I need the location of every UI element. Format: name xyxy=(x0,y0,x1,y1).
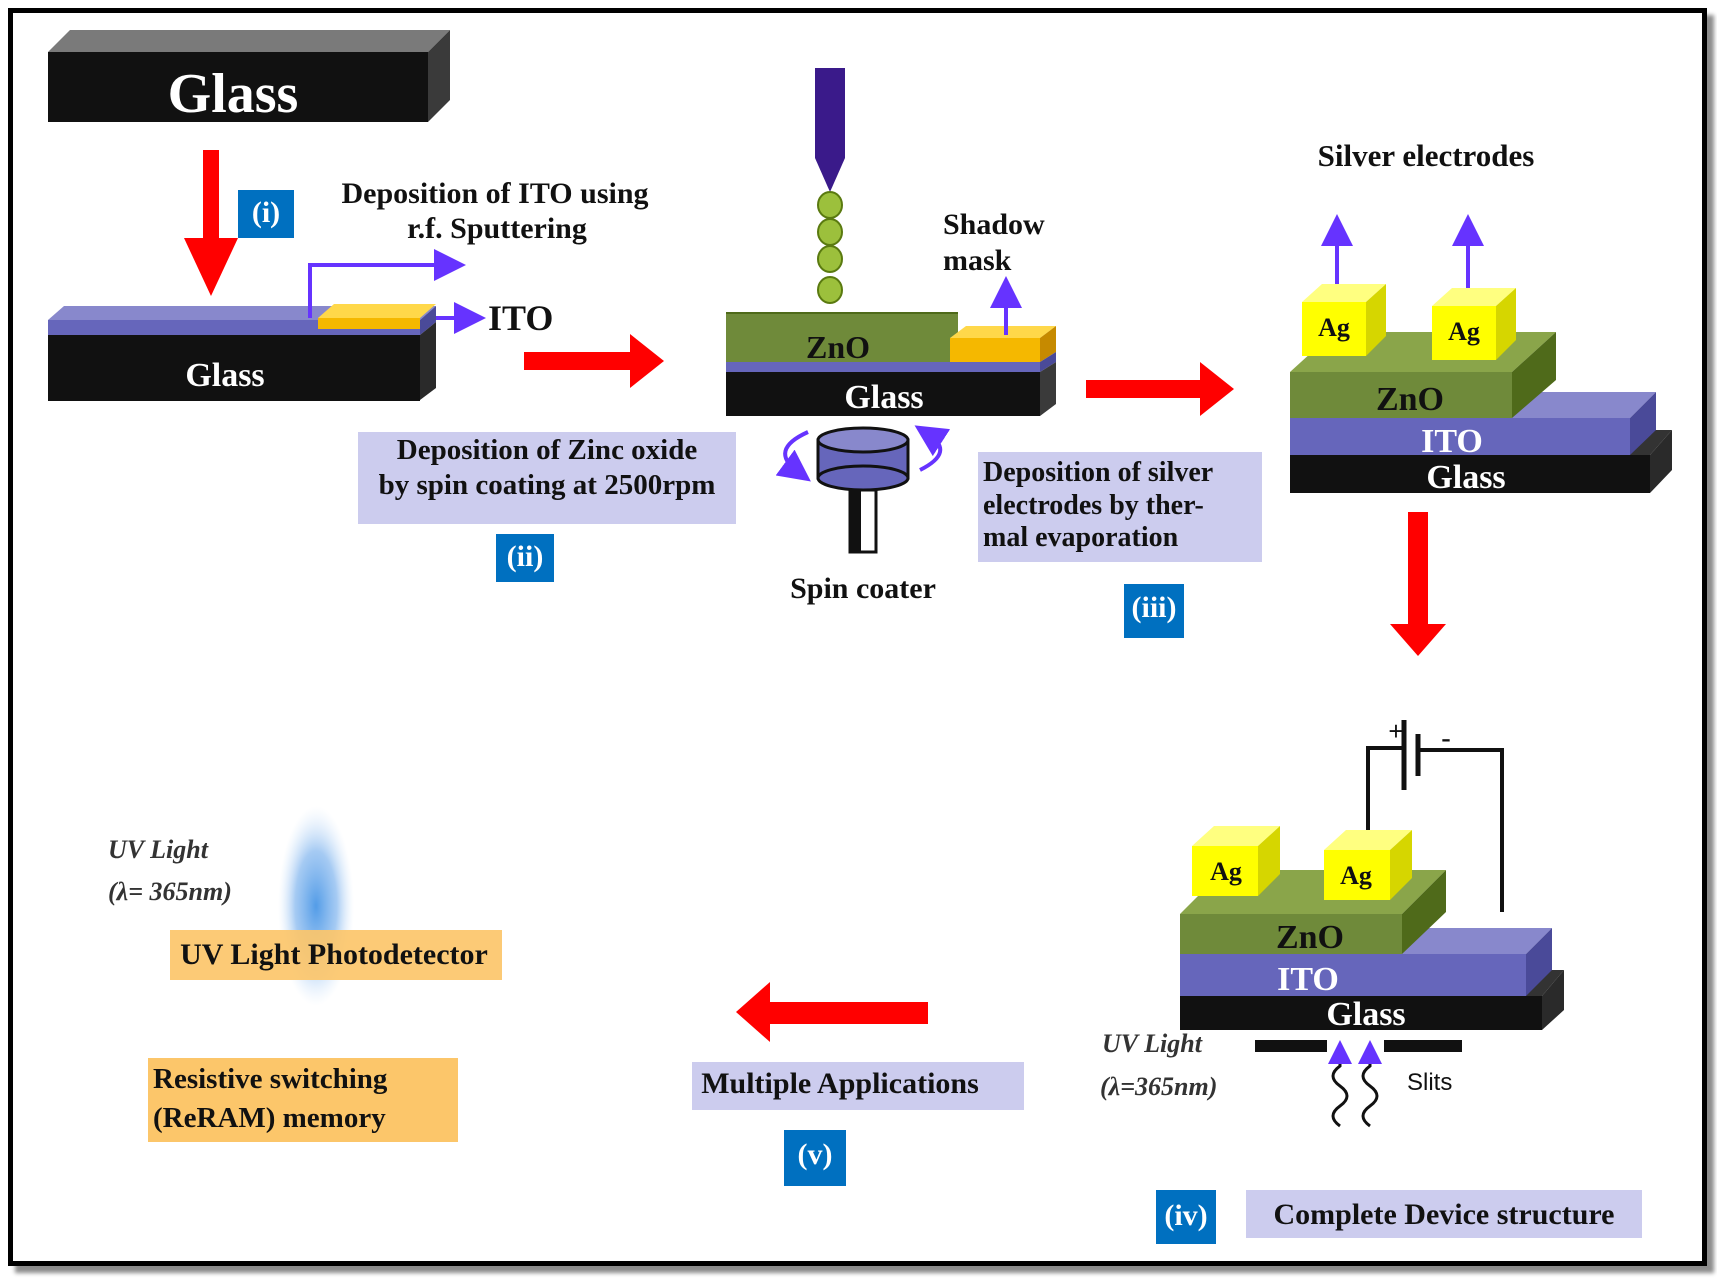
glass-label-top: Glass xyxy=(168,63,299,125)
step4-device-stack: Ag Ag ZnO ITO Glass xyxy=(1180,826,1564,1033)
step4-title: Complete Device structure xyxy=(1274,1198,1615,1231)
uv-wavelength-label-app: (λ= 365nm) xyxy=(108,877,232,906)
step5-label-box: Multiple Applications xyxy=(692,1062,1024,1110)
arrow-to-step3 xyxy=(1086,362,1234,416)
step2-badge: (ii) xyxy=(496,534,554,582)
shadow-mask-label-line1: Shadow xyxy=(943,208,1045,241)
arrow-to-step4 xyxy=(1390,512,1446,656)
app-reram-label-line2: (ReRAM) memory xyxy=(153,1102,386,1134)
step2-label-box: Deposition of Zinc oxide by spin coating… xyxy=(358,432,736,524)
slits xyxy=(1255,1040,1462,1052)
spin-stack: ZnO Glass xyxy=(726,312,1056,416)
pipette xyxy=(815,68,845,192)
step1-down-arrow xyxy=(184,150,238,296)
battery-circuit: + - xyxy=(1366,716,1504,912)
ito-label: ITO xyxy=(488,298,553,338)
step3-text-line2: electrodes by ther- xyxy=(983,490,1204,521)
step4-badge: (iv) xyxy=(1156,1190,1216,1244)
glass-label-stack1: Glass xyxy=(185,357,264,394)
app-reram-label-line1: Resistive switching xyxy=(153,1063,388,1095)
step2-text-line2: by spin coating at 2500rpm xyxy=(379,469,716,501)
zno-label-4: ZnO xyxy=(1276,919,1344,956)
uv-wavelength-label-device: (λ=365nm) xyxy=(1100,1072,1217,1101)
app-reram-box: Resistive switching (ReRAM) memory xyxy=(148,1058,458,1142)
step1-text-line1: Deposition of ITO using xyxy=(341,177,648,210)
step3-badge-label: (iii) xyxy=(1132,591,1177,624)
ito-label-3: ITO xyxy=(1421,423,1483,460)
app-photodetector-box: UV Light Photodetector xyxy=(170,930,502,980)
ito-pointer-arrow-1 xyxy=(308,249,466,318)
slits-label: Slits xyxy=(1407,1069,1452,1096)
spin-coater-label: Spin coater xyxy=(790,572,936,605)
uv-light-label-app: UV Light xyxy=(108,835,209,864)
step1-badge-label: (i) xyxy=(252,196,280,229)
battery-plus-label: + xyxy=(1388,716,1403,746)
step3-text-line3: mal evaporation xyxy=(983,522,1179,553)
ag-label-3a: Ag xyxy=(1318,313,1350,342)
glass-label-3: Glass xyxy=(1426,459,1505,496)
zno-label-3: ZnO xyxy=(1376,381,1444,418)
step1-text-line2: r.f. Sputtering xyxy=(407,212,587,245)
glass-label-spin: Glass xyxy=(844,379,923,416)
arrow-to-step5 xyxy=(736,982,928,1042)
step5-title: Multiple Applications xyxy=(701,1067,979,1100)
glass-label-4: Glass xyxy=(1326,996,1405,1033)
arrow-to-step2 xyxy=(524,334,664,388)
ag-label-4a: Ag xyxy=(1210,857,1242,886)
shadow-mask-label-line2: mask xyxy=(943,244,1012,277)
ito-strip xyxy=(318,304,436,329)
ag-label-3b: Ag xyxy=(1448,317,1480,346)
step5-badge: (v) xyxy=(784,1130,846,1186)
uv-light-label-device: UV Light xyxy=(1102,1029,1203,1058)
ito-label-4: ITO xyxy=(1277,961,1339,998)
step4-badge-label: (iv) xyxy=(1164,1199,1207,1232)
battery-minus-label: - xyxy=(1441,722,1451,755)
step3-badge: (iii) xyxy=(1124,584,1184,638)
silver-electrodes-label: Silver electrodes xyxy=(1318,138,1535,173)
step3-device-stack: Ag Ag ZnO ITO Glass xyxy=(1290,284,1672,496)
step3-text-line1: Deposition of silver xyxy=(983,457,1213,488)
glass-substrate-block: Glass xyxy=(48,30,450,125)
step3-label-box: Deposition of silver electrodes by ther-… xyxy=(978,452,1262,562)
ag-label-4b: Ag xyxy=(1340,861,1372,890)
spin-coater xyxy=(775,425,951,554)
zno-label-spin: ZnO xyxy=(806,329,870,365)
step2-text-line1: Deposition of Zinc oxide xyxy=(397,434,698,466)
uv-wave-arrows xyxy=(1328,1040,1382,1128)
step1-badge: (i) xyxy=(238,190,294,238)
step2-badge-label: (ii) xyxy=(507,540,544,573)
step4-title-box: Complete Device structure xyxy=(1246,1190,1642,1238)
zno-droplets xyxy=(817,191,843,304)
app-photodetector-label: UV Light Photodetector xyxy=(180,938,488,971)
step5-badge-label: (v) xyxy=(798,1138,833,1171)
